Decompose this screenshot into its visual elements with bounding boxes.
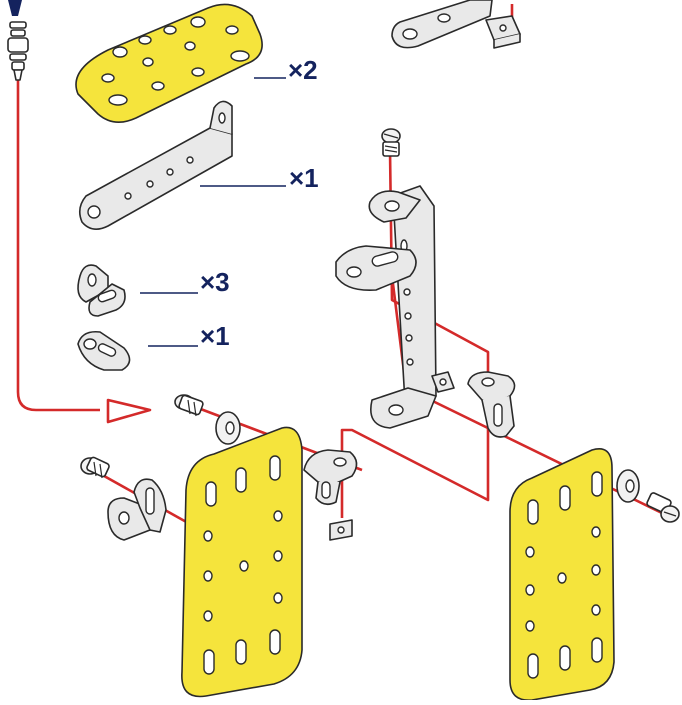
- vertical-angle-bracket: [368, 185, 437, 429]
- top-square-nut: [485, 15, 521, 49]
- tool-guide-line: [16, 78, 100, 412]
- quantity-slotted-bracket: ×3: [200, 267, 230, 297]
- quantity-slotted-strip: ×1: [200, 321, 230, 351]
- parts-list-slotted-strip: [77, 330, 131, 371]
- left-flexible-plate: [181, 426, 303, 698]
- left-slotted-bracket: [107, 478, 167, 541]
- left-bolt-upper: [174, 394, 204, 417]
- right-bolt: [646, 492, 680, 523]
- parts-list-slotted-bracket: [77, 264, 126, 317]
- red-triangle-arrow-icon: [106, 398, 152, 424]
- guide-line-upright: [340, 149, 490, 518]
- right-slotted-bracket: [467, 371, 516, 438]
- quantity-flexible-plate: ×2: [288, 55, 318, 85]
- right-washer: [616, 469, 640, 503]
- top-angle-strip: [391, 0, 493, 49]
- upright-slotted-strip: [335, 245, 417, 292]
- top-bolt: [381, 128, 401, 157]
- upright-square-nut: [431, 371, 455, 393]
- screwdriver-icon: [7, 0, 29, 81]
- middle-square-nut: [329, 519, 353, 541]
- quantity-angle-strip: ×1: [289, 163, 319, 193]
- parts-list-flexible-plate: [75, 3, 263, 123]
- left-bolt-lower: [80, 456, 110, 479]
- parts-list-angle-strip: [78, 100, 233, 230]
- left-washer: [215, 411, 241, 445]
- middle-slotted-bracket: [303, 449, 358, 506]
- right-flexible-plate: [509, 448, 615, 701]
